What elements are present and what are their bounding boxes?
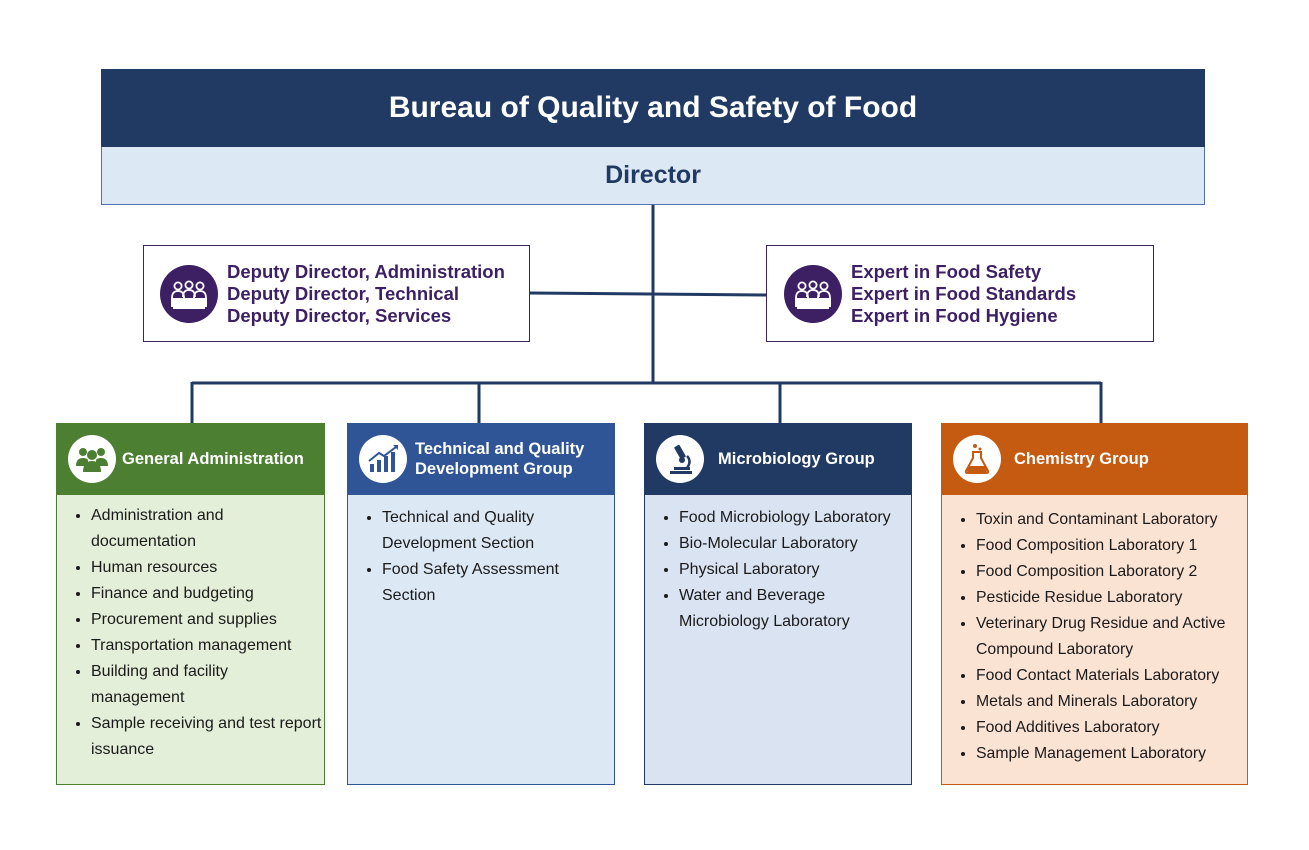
deputy-item: Deputy Director, Administration (227, 260, 505, 282)
group-title: Chemistry Group (1014, 450, 1149, 468)
group-body: Food Microbiology Laboratory Bio-Molecul… (644, 495, 912, 785)
list-item: Finance and budgeting (91, 581, 324, 607)
list-item: Metals and Minerals Laboratory (976, 689, 1247, 715)
list-item: Technical and Quality Development Sectio… (382, 505, 614, 557)
expert-item: Expert in Food Safety (851, 260, 1042, 282)
group-header: Microbiology Group (644, 423, 912, 495)
list-item: Toxin and Contaminant Laboratory (976, 507, 1247, 533)
group-body: Technical and Quality Development Sectio… (347, 495, 615, 785)
list-item: Veterinary Drug Residue and Active Compo… (976, 611, 1247, 663)
list-item: Water and Beverage Microbiology Laborato… (679, 583, 911, 635)
list-item: Food Additives Laboratory (976, 715, 1247, 741)
people-at-desk-icon (784, 264, 842, 323)
list-item: Sample Management Laboratory (976, 741, 1247, 767)
director-box: Director (101, 147, 1205, 205)
microscope-icon (656, 435, 704, 483)
list-item: Sample receiving and test report issuanc… (91, 711, 324, 763)
group-body: Toxin and Contaminant Laboratory Food Co… (941, 495, 1248, 785)
group-technical-quality: Technical and Quality Development Group … (347, 423, 615, 785)
list-item: Administration and documentation (91, 503, 324, 555)
deputy-list: Deputy Director, Administration Deputy D… (227, 261, 505, 327)
expert-list: Expert in Food Safety Expert in Food Sta… (851, 261, 1076, 327)
deputy-directors-box: Deputy Director, Administration Deputy D… (143, 245, 530, 342)
group-general-administration: General Administration Administration an… (56, 423, 325, 785)
list-item: Human resources (91, 555, 324, 581)
list-item: Food Composition Laboratory 2 (976, 559, 1247, 585)
group-body: Administration and documentation Human r… (56, 495, 325, 785)
list-item: Food Safety Assessment Section (382, 557, 614, 609)
growth-chart-icon (359, 435, 407, 483)
list-item: Food Contact Materials Laboratory (976, 663, 1247, 689)
list-item: Physical Laboratory (679, 557, 911, 583)
expert-item: Expert in Food Hygiene (851, 304, 1058, 326)
experts-box: Expert in Food Safety Expert in Food Sta… (766, 245, 1154, 342)
expert-item: Expert in Food Standards (851, 282, 1077, 304)
people-at-desk-icon (160, 264, 218, 323)
group-people-icon (68, 435, 116, 483)
group-title: Technical and Quality Development Group (415, 440, 585, 478)
deputy-item: Deputy Director, Technical (227, 282, 459, 304)
group-header: Technical and Quality Development Group (347, 423, 615, 495)
group-header: Chemistry Group (941, 423, 1248, 495)
group-title: General Administration (122, 450, 304, 468)
deputy-item: Deputy Director, Services (227, 304, 452, 326)
list-item: Pesticide Residue Laboratory (976, 585, 1247, 611)
list-item: Building and facility management (91, 659, 324, 711)
list-item: Food Microbiology Laboratory (679, 505, 911, 531)
group-chemistry: Chemistry Group Toxin and Contaminant La… (941, 423, 1248, 785)
list-item: Food Composition Laboratory 1 (976, 533, 1247, 559)
group-microbiology: Microbiology Group Food Microbiology Lab… (644, 423, 912, 785)
list-item: Procurement and supplies (91, 607, 324, 633)
bureau-title: Bureau of Quality and Safety of Food (101, 69, 1205, 147)
list-item: Bio-Molecular Laboratory (679, 531, 911, 557)
flask-icon (953, 435, 1001, 483)
group-title: Microbiology Group (718, 450, 875, 468)
group-header: General Administration (56, 423, 325, 495)
list-item: Transportation management (91, 633, 324, 659)
